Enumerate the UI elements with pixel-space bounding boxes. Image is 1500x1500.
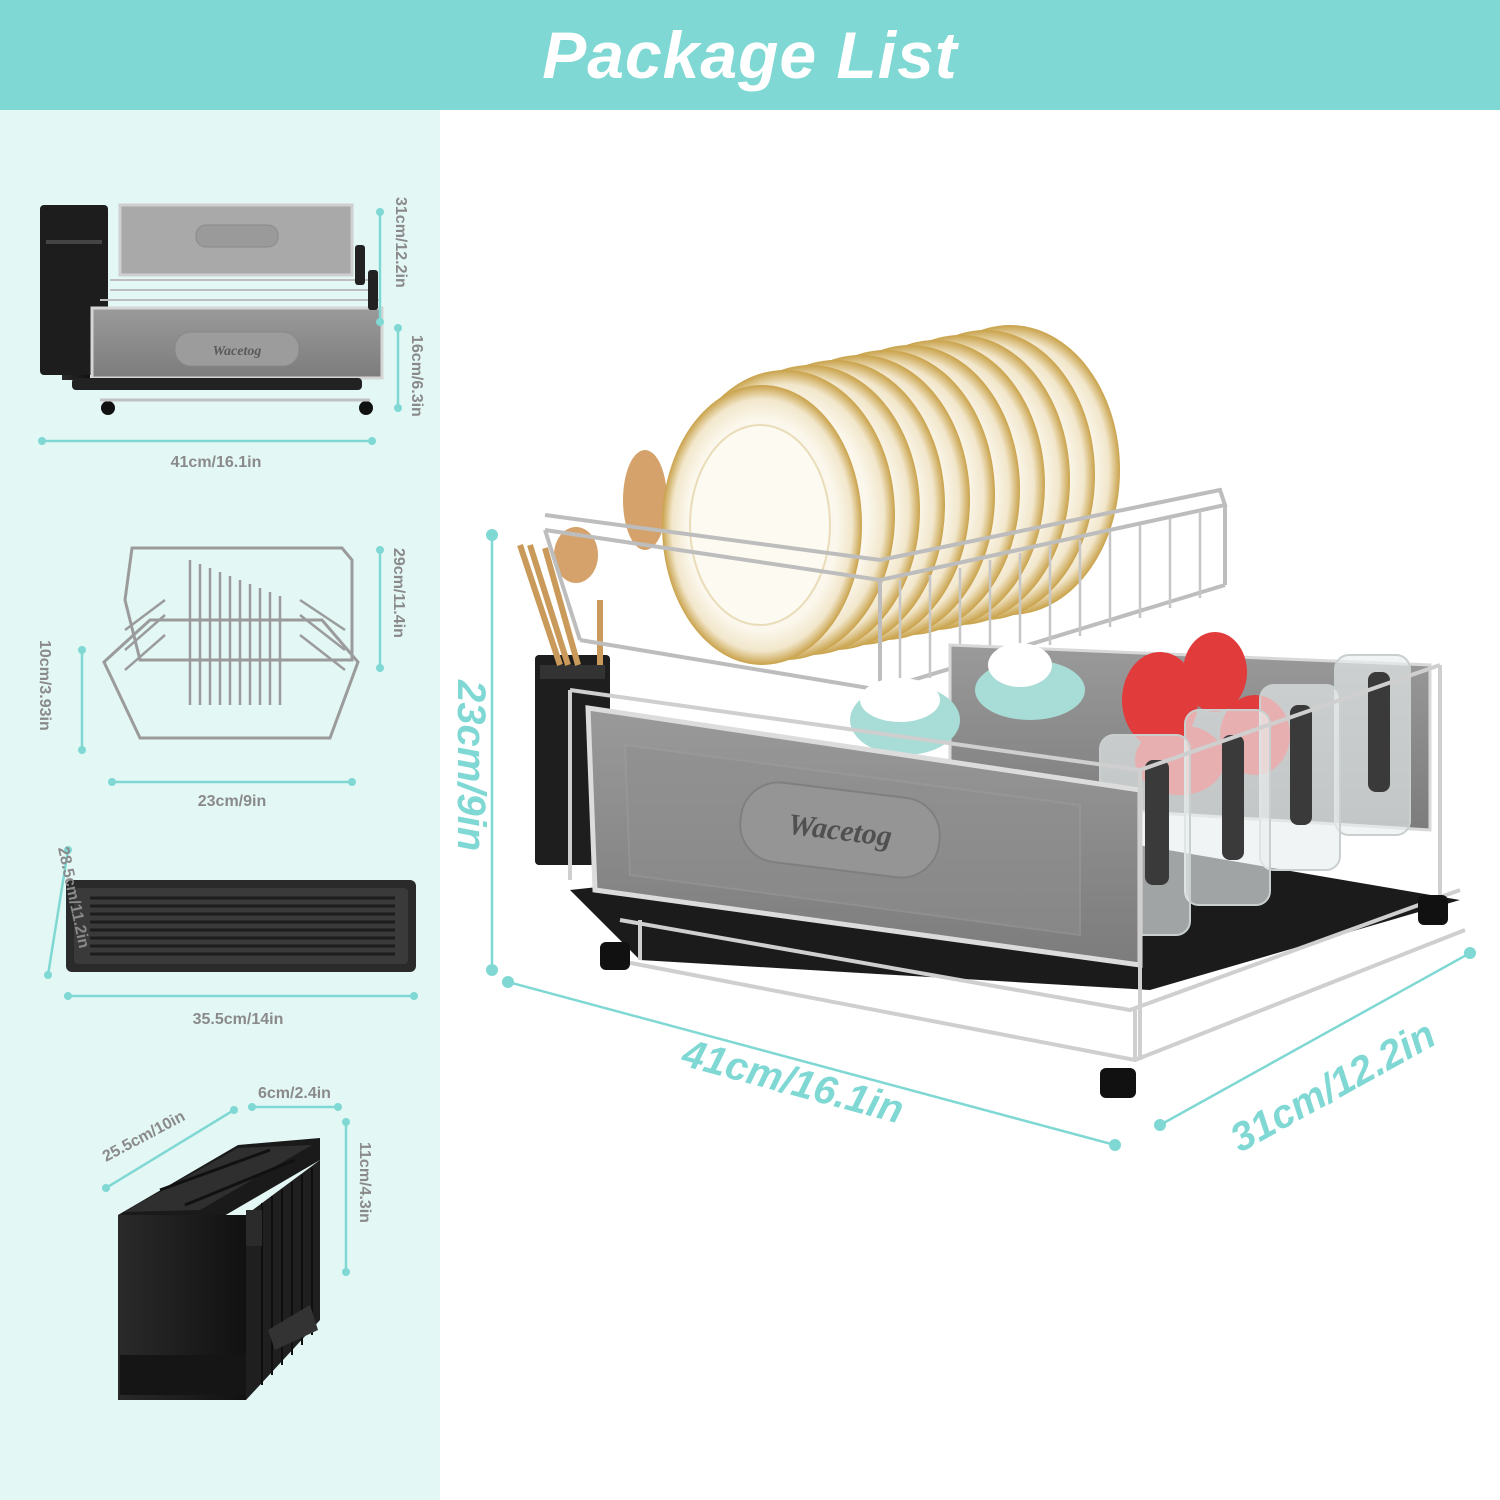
plate-rack-width-label: 23cm/9in xyxy=(198,793,266,810)
drip-tray-width-label: 35.5cm/14in xyxy=(193,1011,284,1028)
main-height-label: 23cm/9in xyxy=(449,679,493,851)
utensil-holder-width-label: 6cm/2.4in xyxy=(258,1085,331,1102)
utensil-holder-thumbnail xyxy=(118,1138,320,1400)
dish-rack-dimensions: 31cm/12.2in 16cm/6.3in 41cm/16.1in xyxy=(38,197,425,471)
plate-rack-height-label: 29cm/11.4in xyxy=(390,548,407,638)
page-title: Package List xyxy=(542,18,958,92)
plate-rack-side-label: 10cm/3.93in xyxy=(36,640,53,731)
dish-rack-thumbnail: Wacetog xyxy=(40,203,384,415)
plate-rack-dimensions: 29cm/11.4in 10cm/3.93in 23cm/9in xyxy=(36,546,407,810)
brand-logo-small: Wacetog xyxy=(213,344,262,359)
utensil-holder-length-label: 25.5cm/10in xyxy=(100,1108,188,1166)
dish-rack-height-label: 31cm/12.2in xyxy=(392,197,409,288)
main-dish-rack-illustration: Wacetog xyxy=(517,325,1466,1098)
dish-rack-width-label: 41cm/16.1in xyxy=(171,454,262,471)
header-banner: Package List xyxy=(0,0,1500,110)
brand-plate-main: Wacetog xyxy=(739,781,941,879)
main-width-label: 41cm/16.1in xyxy=(677,1031,908,1132)
plate-rack-thumbnail xyxy=(102,546,360,740)
main-depth-label: 31cm/12.2in xyxy=(1223,1012,1443,1160)
drip-tray-thumbnail xyxy=(66,880,416,972)
utensil-holder-height-label: 11cm/4.3in xyxy=(356,1142,373,1223)
dish-rack-depth-label: 16cm/6.3in xyxy=(408,335,425,417)
